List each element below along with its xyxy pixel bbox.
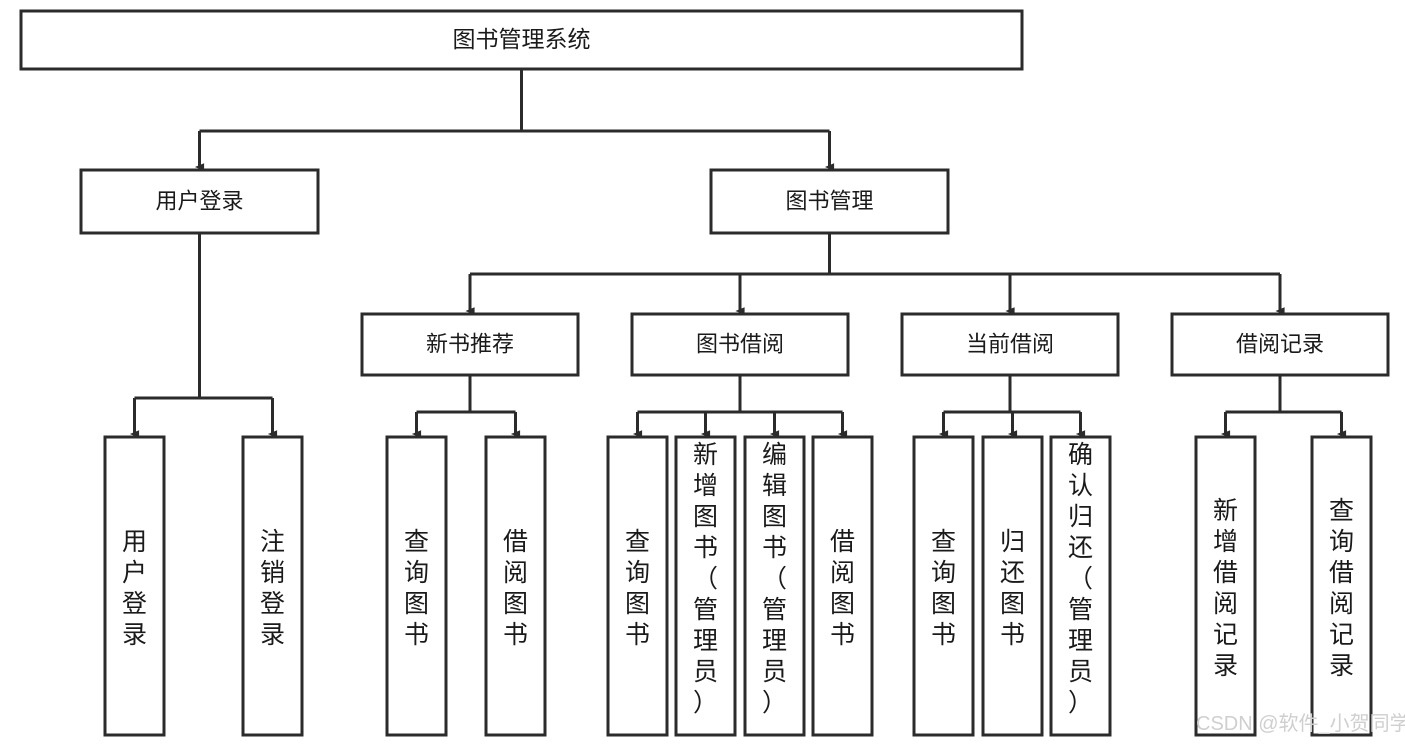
node-user-login[interactable]: 用户登录: [79, 168, 320, 235]
node-leaf-borrow-book-rec[interactable]: 借阅图书: [484, 435, 547, 737]
node-leaf-query-record[interactable]: 查询借阅记录: [1310, 435, 1373, 737]
node-leaf-user-login-box[interactable]: [103, 435, 166, 737]
node-leaf-add-book[interactable]: 新增图书（管理员）: [674, 435, 737, 737]
node-leaf-confirm-return-label: 确认归还（管理员）: [1068, 441, 1093, 717]
node-leaf-return-book[interactable]: 归还图书: [981, 435, 1044, 737]
node-leaf-add-record-label: 新增借阅记录: [1213, 497, 1238, 680]
diagram-nodes: 图书管理系统用户登录图书管理新书推荐图书借阅当前借阅借阅记录用户登录注销登录查询…: [19, 9, 1390, 737]
node-leaf-return-book-box[interactable]: [981, 435, 1044, 737]
csdn-watermark: CSDN @软件_小贺同学: [1196, 712, 1405, 735]
node-book-manage-box[interactable]: [709, 168, 950, 235]
connector-edges: [129, 69, 1347, 438]
node-leaf-confirm-return[interactable]: 确认归还（管理员）: [1049, 435, 1112, 737]
node-leaf-borrow-book-rec-box[interactable]: [484, 435, 547, 737]
node-leaf-add-book-label: 新增图书（管理员）: [693, 441, 718, 717]
node-borrow-record-label: 借阅记录: [1236, 331, 1324, 356]
node-leaf-logout[interactable]: 注销登录: [241, 435, 304, 737]
node-leaf-return-book-label: 归还图书: [1000, 528, 1025, 649]
node-leaf-user-login-label: 用户登录: [122, 528, 147, 649]
node-leaf-borrow-book-rec-label: 借阅图书: [503, 528, 528, 649]
node-borrow-record[interactable]: 借阅记录: [1170, 312, 1390, 377]
node-leaf-add-book-box[interactable]: [674, 435, 737, 737]
node-book-manage[interactable]: 图书管理: [709, 168, 950, 235]
node-leaf-query-book-box[interactable]: [606, 435, 669, 737]
node-leaf-user-login[interactable]: 用户登录: [103, 435, 166, 737]
node-leaf-query-record-label: 查询借阅记录: [1329, 497, 1354, 680]
node-leaf-edit-book-box[interactable]: [743, 435, 806, 737]
node-leaf-edit-book-label: 编辑图书（管理员）: [762, 441, 787, 717]
node-leaf-borrow-book-box[interactable]: [811, 435, 874, 737]
node-leaf-confirm-return-box[interactable]: [1049, 435, 1112, 737]
node-leaf-query-book-cur-label: 查询图书: [931, 528, 956, 649]
node-leaf-logout-label: 注销登录: [260, 528, 285, 649]
node-user-login-box[interactable]: [79, 168, 320, 235]
node-new-book-rec[interactable]: 新书推荐: [360, 312, 580, 377]
node-leaf-borrow-book-label: 借阅图书: [830, 528, 855, 649]
node-leaf-query-record-box[interactable]: [1310, 435, 1373, 737]
node-root-root[interactable]: 图书管理系统: [19, 9, 1024, 71]
node-leaf-query-book-label: 查询图书: [625, 528, 650, 649]
node-root-root-label: 图书管理系统: [453, 26, 591, 52]
node-leaf-edit-book[interactable]: 编辑图书（管理员）: [743, 435, 806, 737]
node-current-borrow[interactable]: 当前借阅: [900, 312, 1120, 377]
node-borrow-record-box[interactable]: [1170, 312, 1390, 377]
node-leaf-query-book-rec-box[interactable]: [385, 435, 448, 737]
node-book-borrow-label: 图书借阅: [696, 331, 784, 356]
node-leaf-query-book-cur-box[interactable]: [912, 435, 975, 737]
node-leaf-query-book-cur[interactable]: 查询图书: [912, 435, 975, 737]
node-leaf-query-book-rec[interactable]: 查询图书: [385, 435, 448, 737]
node-book-borrow-box[interactable]: [630, 312, 850, 377]
node-leaf-query-book[interactable]: 查询图书: [606, 435, 669, 737]
node-leaf-query-book-rec-label: 查询图书: [404, 528, 429, 649]
node-leaf-borrow-book[interactable]: 借阅图书: [811, 435, 874, 737]
node-book-manage-label: 图书管理: [785, 188, 873, 213]
node-new-book-rec-label: 新书推荐: [426, 331, 514, 356]
node-root-root-box[interactable]: [19, 9, 1024, 71]
node-new-book-rec-box[interactable]: [360, 312, 580, 377]
node-current-borrow-label: 当前借阅: [966, 331, 1054, 356]
node-current-borrow-box[interactable]: [900, 312, 1120, 377]
node-book-borrow[interactable]: 图书借阅: [630, 312, 850, 377]
node-leaf-add-record[interactable]: 新增借阅记录: [1194, 435, 1257, 737]
node-leaf-logout-box[interactable]: [241, 435, 304, 737]
node-user-login-label: 用户登录: [155, 188, 243, 213]
node-leaf-add-record-box[interactable]: [1194, 435, 1257, 737]
